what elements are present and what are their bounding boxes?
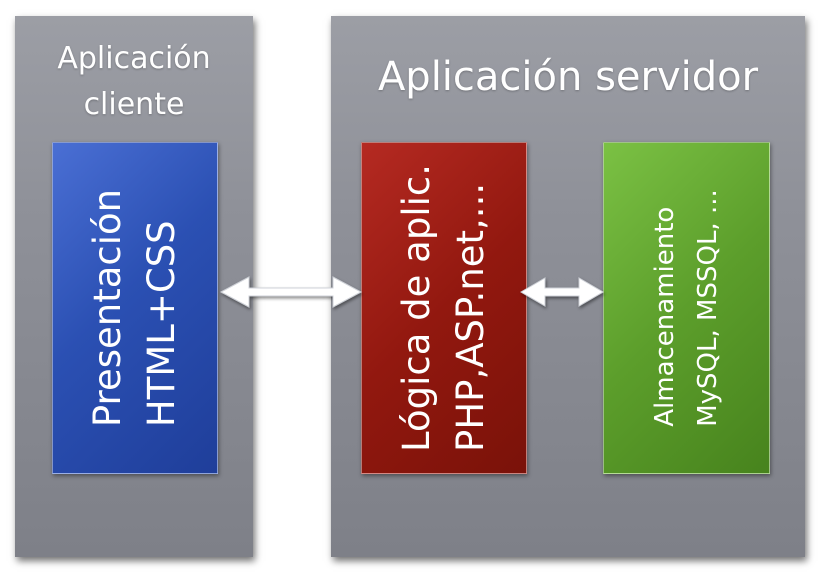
client-panel-title: Aplicación cliente	[15, 36, 253, 128]
presentation-label: Presentación HTML+CSS	[81, 189, 189, 427]
presentation-line1: Presentación	[86, 188, 129, 428]
server-panel-title: Aplicación servidor	[377, 54, 759, 100]
storage-label: Almacenamiento MySQL, MSSQL, ...	[644, 189, 730, 427]
storage-line1: Almacenamiento	[649, 206, 680, 427]
presentation-line2: HTML+CSS	[140, 220, 183, 428]
client-title-line1: Aplicación	[57, 41, 211, 76]
storage-line2: MySQL, MSSQL, ...	[692, 189, 723, 427]
logic-label: Lógica de aplic. PHP,ASP.net,...	[390, 164, 498, 452]
presentation-box: Presentación HTML+CSS	[52, 142, 218, 474]
storage-box: Almacenamiento MySQL, MSSQL, ...	[603, 142, 770, 474]
logic-box: Lógica de aplic. PHP,ASP.net,...	[361, 142, 527, 474]
logic-line2: PHP,ASP.net,...	[449, 182, 492, 452]
logic-line1: Lógica de aplic.	[395, 164, 438, 452]
client-title-line2: cliente	[83, 87, 185, 122]
